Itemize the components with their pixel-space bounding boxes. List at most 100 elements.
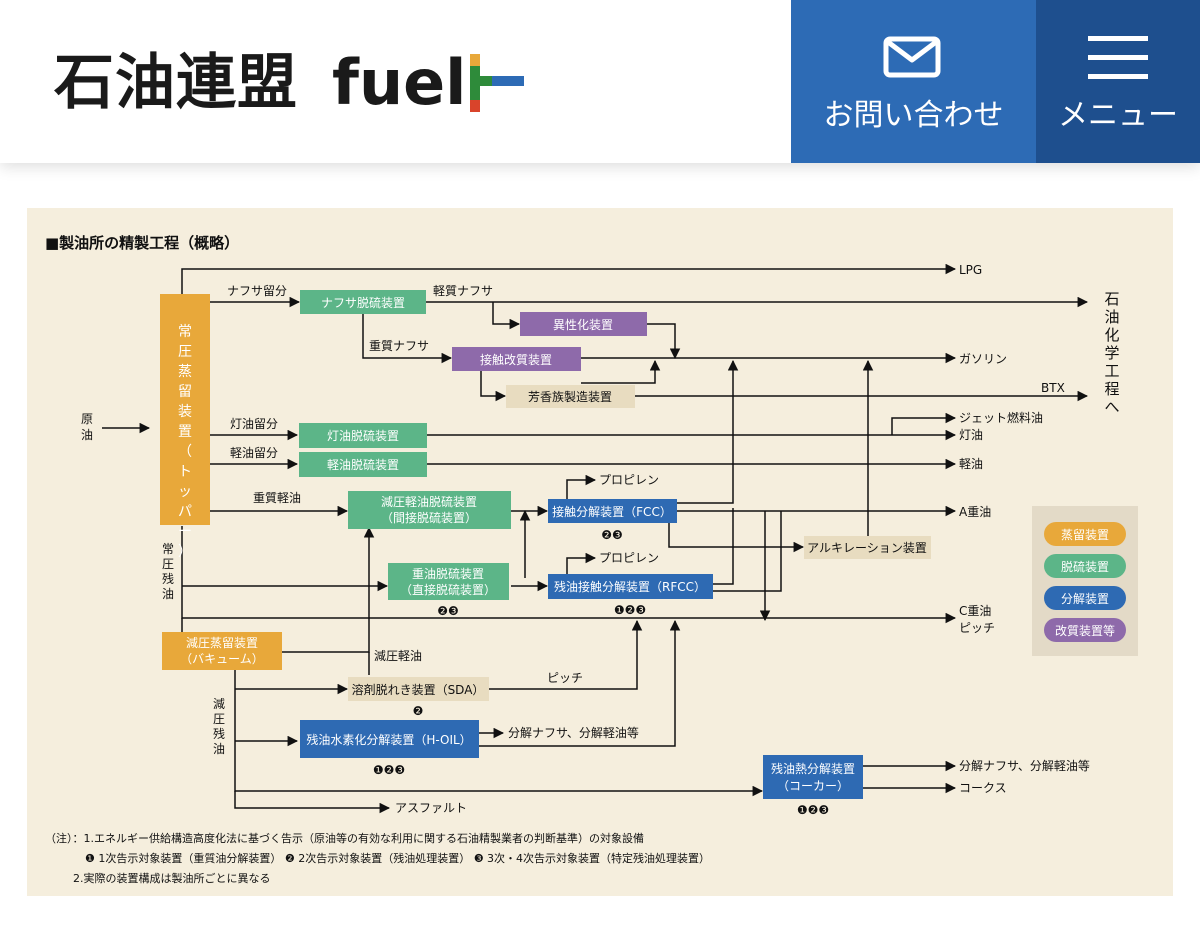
label-heavy-gasoil: 重質軽油 xyxy=(253,490,301,505)
logo-plus-icon xyxy=(470,54,524,112)
legend-item-reforming xyxy=(1044,618,1126,642)
product-petrochem-char: 油 xyxy=(1104,308,1119,326)
product-petrochem-char: 学 xyxy=(1104,344,1119,362)
unit-topper-label-char: 装 xyxy=(178,404,192,420)
note-1: （注）：1.エネルギー供給構造高度化法に基づく告示（原油等の有効な利用に関する石… xyxy=(45,831,644,845)
unit-vacuum-label-1: 減圧蒸留装置 xyxy=(186,635,258,650)
label-vac-residue-char: 圧 xyxy=(213,712,225,726)
product-pitch: ピッチ xyxy=(959,621,995,635)
unit-topper-label-char: 留 xyxy=(178,384,192,400)
product-kerosene: 灯油 xyxy=(959,428,983,442)
product-jet-fuel: ジェット燃料油 xyxy=(959,410,1043,425)
product-diesel: 軽油 xyxy=(959,457,983,471)
label-propylene-fcc: プロピレン xyxy=(599,473,659,487)
label-atm-residue-char: 常 xyxy=(162,542,174,556)
label-light-naphtha: 軽質ナフサ xyxy=(433,283,493,298)
unit-catalytic-reformer xyxy=(452,347,581,371)
label-pitch-stream: ピッチ xyxy=(547,671,583,685)
product-a-fuel-oil: A重油 xyxy=(959,505,991,519)
product-petrochem-char: 程 xyxy=(1104,380,1119,398)
label-vgo: 減圧軽油 xyxy=(374,648,422,663)
unit-sda xyxy=(348,677,489,701)
menu-button[interactable]: メニュー xyxy=(1036,0,1200,163)
label-gasoil-cut: 軽油留分 xyxy=(230,446,278,460)
unit-topper-label-char: ッ xyxy=(178,484,192,500)
legend-item-desulfurization xyxy=(1044,554,1126,578)
label-heavy-naphtha: 重質ナフサ xyxy=(369,338,429,353)
legend: 蒸留装置 脱硫装置 分解装置 改質装置等 xyxy=(1044,522,1126,642)
label-propylene-rfcc: プロピレン xyxy=(599,551,659,565)
legend-label-reforming: 改質装置等 xyxy=(1055,623,1115,638)
logo-kanji[interactable]: 石油連盟 xyxy=(54,48,298,118)
product-coker-output: 分解ナフサ、分解軽油等 xyxy=(959,759,1090,773)
unit-fcc-label: 接触分解装置（FCC） xyxy=(552,504,672,519)
label-vac-residue-char: 残 xyxy=(213,727,225,741)
unit-naphtha-hds xyxy=(300,290,426,314)
label-vac-residue-char: 油 xyxy=(213,742,225,756)
unit-fcc-marks: ❷❸ xyxy=(601,528,623,542)
product-c-fuel-oil: C重油 xyxy=(959,604,991,618)
unit-coker-label-1: 残油熱分解装置 xyxy=(771,762,855,776)
unit-vacuum-label-2: （バキューム） xyxy=(180,652,264,666)
label-atm-residue-char: 圧 xyxy=(162,557,174,571)
note-2: 2.実際の装置構成は製油所ごとに異なる xyxy=(73,871,271,885)
site-header: 石油連盟 fuel お問い合わせ メニュー xyxy=(0,0,1200,163)
legend-label-distillation: 蒸留装置 xyxy=(1061,528,1109,542)
unit-aromatics-label: 芳香族製造装置 xyxy=(528,390,612,404)
refinery-process-diagram: ■製油所の精製工程（概略） xyxy=(27,208,1173,896)
unit-resid-hds xyxy=(388,563,509,600)
unit-coker-marks: ❶❷❸ xyxy=(797,803,829,817)
label-crude: 原油 xyxy=(81,412,93,442)
hamburger-menu-icon xyxy=(1088,36,1148,79)
unit-alkylation-label: アルキレーション装置 xyxy=(807,541,927,555)
unit-topper-label-char: （ xyxy=(178,444,192,460)
unit-resid-hds-marks: ❷❸ xyxy=(437,604,459,618)
product-lpg: LPG xyxy=(959,263,982,277)
product-btx: BTX xyxy=(1041,381,1065,395)
unit-topper-label-char: パ xyxy=(178,504,192,520)
unit-alkylation xyxy=(804,536,931,559)
diagram-notes: （注）：1.エネルギー供給構造高度化法に基づく告示（原油等の有効な利用に関する石… xyxy=(45,831,710,885)
product-petrochem-char: 工 xyxy=(1104,362,1119,380)
unit-catalytic-reformer-label: 接触改質装置 xyxy=(480,352,552,367)
unit-topper-label-char: ） xyxy=(178,544,192,560)
product-gasoline: ガソリン xyxy=(959,352,1007,366)
contact-label: お問い合わせ xyxy=(823,98,1004,133)
unit-h-oil-marks: ❶❷❸ xyxy=(373,763,405,777)
unit-vgo-hds-label-2: （間接脱硫装置） xyxy=(381,510,477,525)
unit-coker xyxy=(763,755,863,799)
legend-item-distillation xyxy=(1044,522,1126,546)
unit-fcc xyxy=(548,499,677,523)
legend-label-cracking: 分解装置 xyxy=(1061,592,1109,606)
unit-topper xyxy=(160,294,210,525)
product-petrochem-char: 化 xyxy=(1104,326,1119,344)
unit-vgo-hds xyxy=(348,491,511,529)
product-asphalt: アスファルト xyxy=(395,801,467,815)
legend-item-cracking xyxy=(1044,586,1126,610)
product-petrochem-char: へ xyxy=(1104,398,1119,416)
unit-topper-label-char: 蒸 xyxy=(178,364,192,380)
unit-isomerization xyxy=(520,312,647,336)
unit-gasoil-hds-label: 軽油脱硫装置 xyxy=(327,457,399,472)
unit-topper-label-char: ト xyxy=(178,464,192,480)
unit-topper-label-char: 置 xyxy=(178,424,192,440)
label-atm-residue-char: 油 xyxy=(162,587,174,601)
unit-coker-label-2: （コーカー） xyxy=(777,779,849,793)
unit-kerosene-hds-label: 灯油脱硫装置 xyxy=(327,428,399,443)
unit-h-oil xyxy=(300,720,479,758)
unit-resid-hds-label-2: （直接脱硫装置） xyxy=(400,582,496,597)
unit-aromatics xyxy=(506,385,635,408)
unit-vacuum xyxy=(162,632,282,670)
diagram-title: ■製油所の精製工程（概略） xyxy=(45,234,239,252)
unit-resid-hds-label-1: 重油脱硫装置 xyxy=(412,566,484,581)
product-hoil-output: 分解ナフサ、分解軽油等 xyxy=(508,726,639,740)
product-petrochem-char: 石 xyxy=(1104,290,1119,308)
unit-gasoil-hds xyxy=(299,452,427,477)
unit-topper-label-char: 圧 xyxy=(178,344,192,360)
contact-button[interactable]: お問い合わせ xyxy=(791,0,1036,163)
logo-fuel[interactable]: fuel xyxy=(332,46,467,119)
unit-sda-label: 溶剤脱れき装置（SDA） xyxy=(352,682,485,697)
